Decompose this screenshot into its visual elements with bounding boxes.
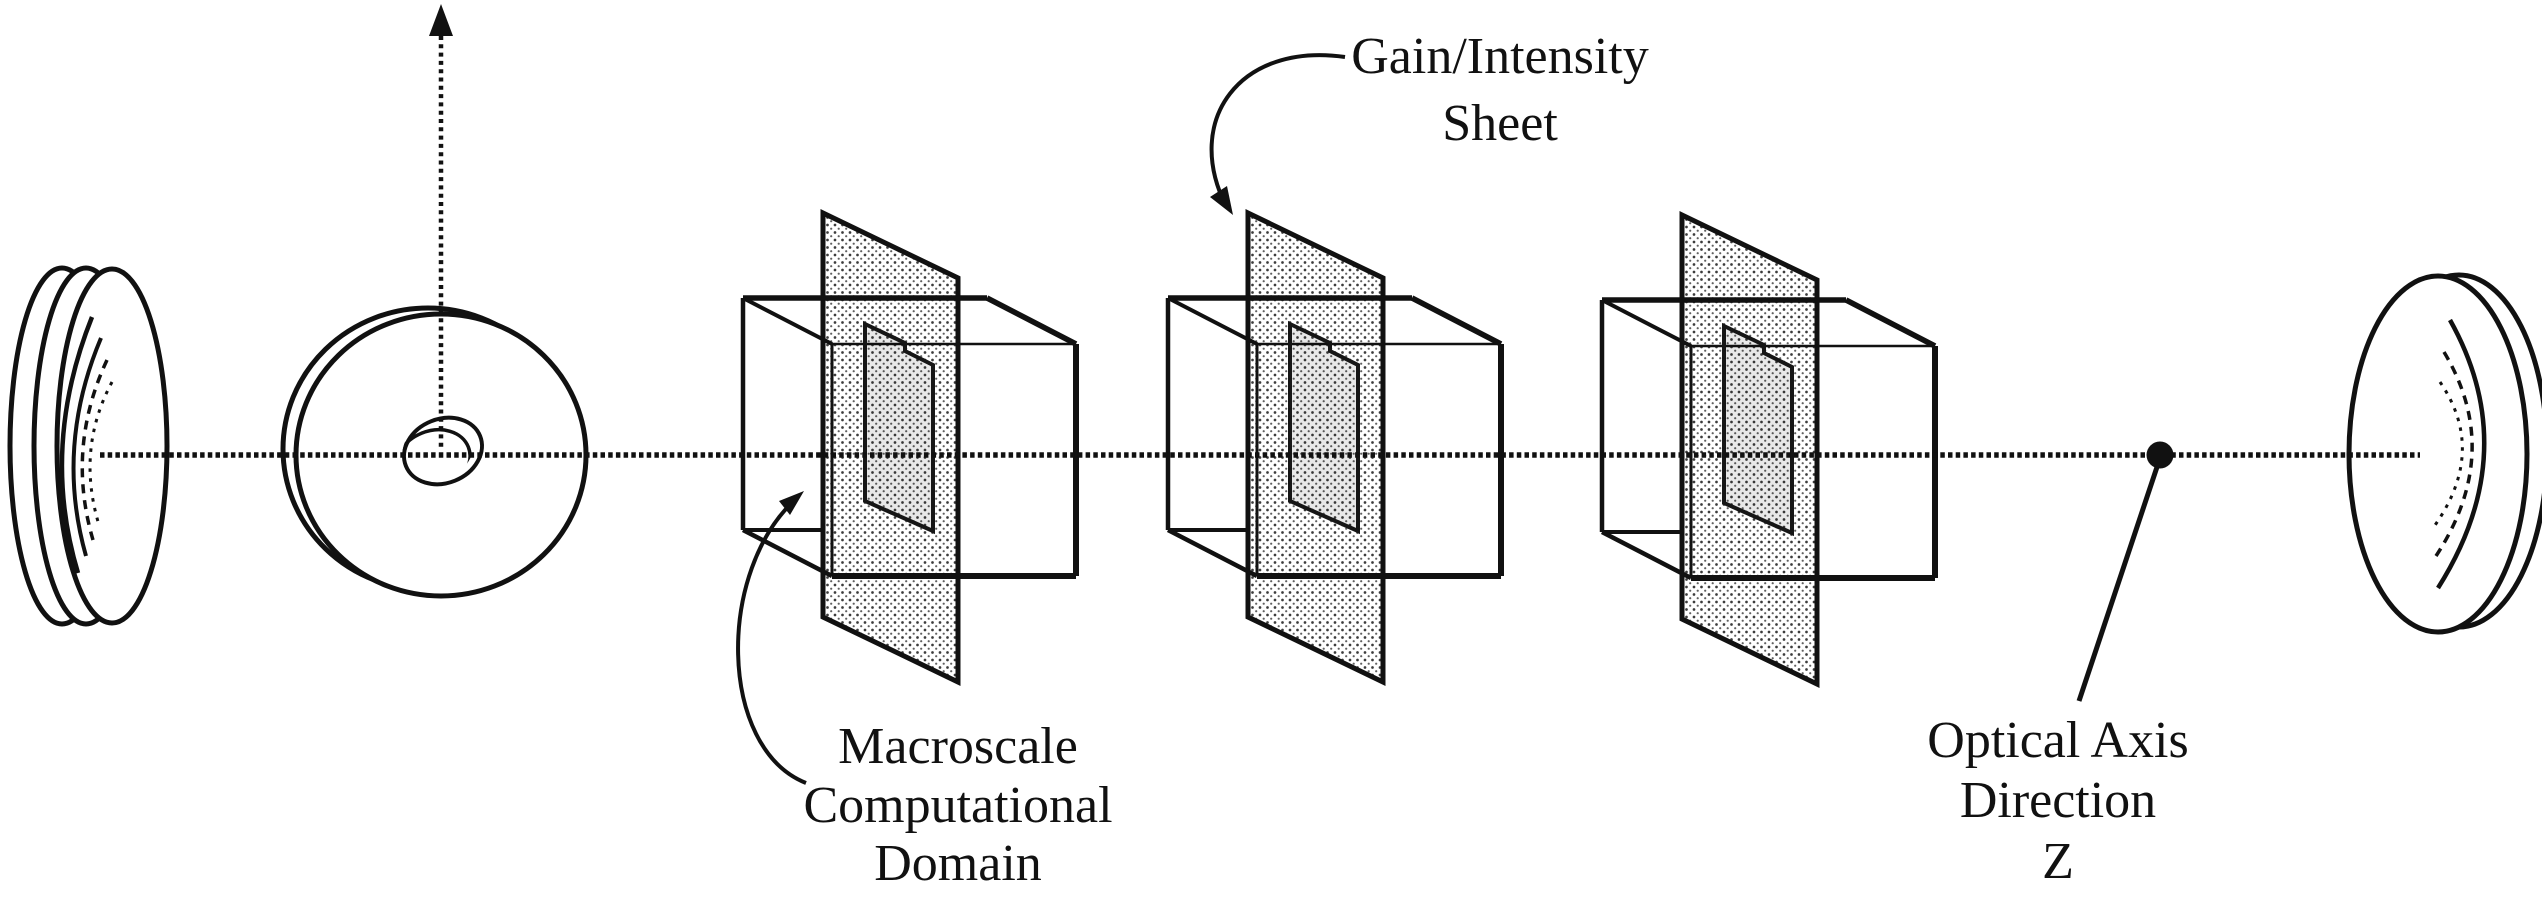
- vertical-axis: [429, 4, 453, 451]
- optical-axis-point: [2146, 441, 2174, 469]
- aperture-disk: [280, 305, 589, 599]
- macroscale-label-line1: Macroscale: [838, 718, 1078, 775]
- gain-sheet-annotation: Gain/Intensity Sheet: [1209, 28, 1649, 215]
- disk-hole: [402, 415, 484, 487]
- gain-sheet-arrowhead-icon: [1210, 186, 1233, 215]
- mirror-curvature-arcs: [2431, 318, 2487, 590]
- mirror-face: [54, 266, 170, 626]
- gain-sheet-arrow: [1209, 53, 1346, 207]
- computational-domain-2: [1168, 213, 1501, 682]
- gain-sheet-label-line1: Gain/Intensity: [1351, 28, 1649, 85]
- up-arrowhead-icon: [429, 4, 453, 36]
- optical-axis-label-line1: Optical Axis: [1927, 712, 2188, 769]
- optical-axis-pointer-line: [2076, 466, 2160, 702]
- macroscale-domain-annotation: Macroscale Computational Domain: [736, 491, 1113, 892]
- macroscale-label-line3: Domain: [874, 835, 1042, 892]
- macroscale-domain-arrow: [736, 496, 807, 785]
- optical-axis-annotation: Optical Axis Direction Z: [1927, 466, 2189, 890]
- computational-domain-1: [743, 213, 1076, 682]
- optical-axis: [100, 441, 2420, 469]
- gain-sheet-label-line2: Sheet: [1442, 95, 1558, 152]
- end-mirror-right: [2346, 272, 2542, 635]
- macroscale-arrowhead-icon: [779, 491, 804, 515]
- optical-axis-label-line3: Z: [2042, 833, 2074, 890]
- optical-axis-label-line2: Direction: [1960, 772, 2156, 829]
- end-mirror-left: [7, 265, 170, 627]
- mirror-curvature-arcs: [59, 316, 114, 574]
- computational-domain-3: [1602, 215, 1935, 684]
- macroscale-label-line2: Computational: [803, 777, 1112, 834]
